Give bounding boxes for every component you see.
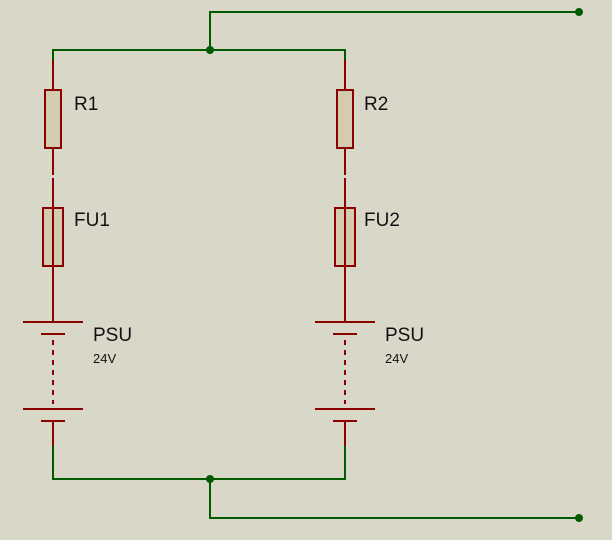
wires	[52, 11, 579, 519]
r2-label: R2	[364, 94, 388, 115]
resistor-r2[interactable]	[336, 60, 354, 175]
top-rail-wire	[52, 49, 346, 88]
fu1-label: FU1	[74, 210, 110, 231]
psu1-voltage: 24V	[93, 351, 116, 366]
psu1-label: PSU	[93, 325, 132, 346]
battery-psu1[interactable]	[23, 306, 83, 446]
r1-label: R1	[74, 94, 98, 115]
top-output-terminal[interactable]	[575, 8, 583, 16]
bottom-output-wire	[209, 479, 579, 519]
fuse-fu1[interactable]	[42, 178, 64, 308]
r2-body[interactable]	[336, 89, 354, 149]
psu2-voltage: 24V	[385, 351, 408, 366]
fuse-fu2[interactable]	[334, 178, 356, 308]
psu2-label: PSU	[385, 325, 424, 346]
r1-body[interactable]	[44, 89, 62, 149]
resistor-r1[interactable]	[44, 60, 62, 175]
bottom-output-terminal[interactable]	[575, 514, 583, 522]
battery-psu2[interactable]	[315, 306, 375, 446]
fu2-label: FU2	[364, 210, 400, 231]
top-output-wire	[209, 11, 579, 50]
top-junction-dot[interactable]	[206, 46, 214, 54]
bottom-junction-dot[interactable]	[206, 475, 214, 483]
bottom-rail-wire	[52, 440, 346, 480]
